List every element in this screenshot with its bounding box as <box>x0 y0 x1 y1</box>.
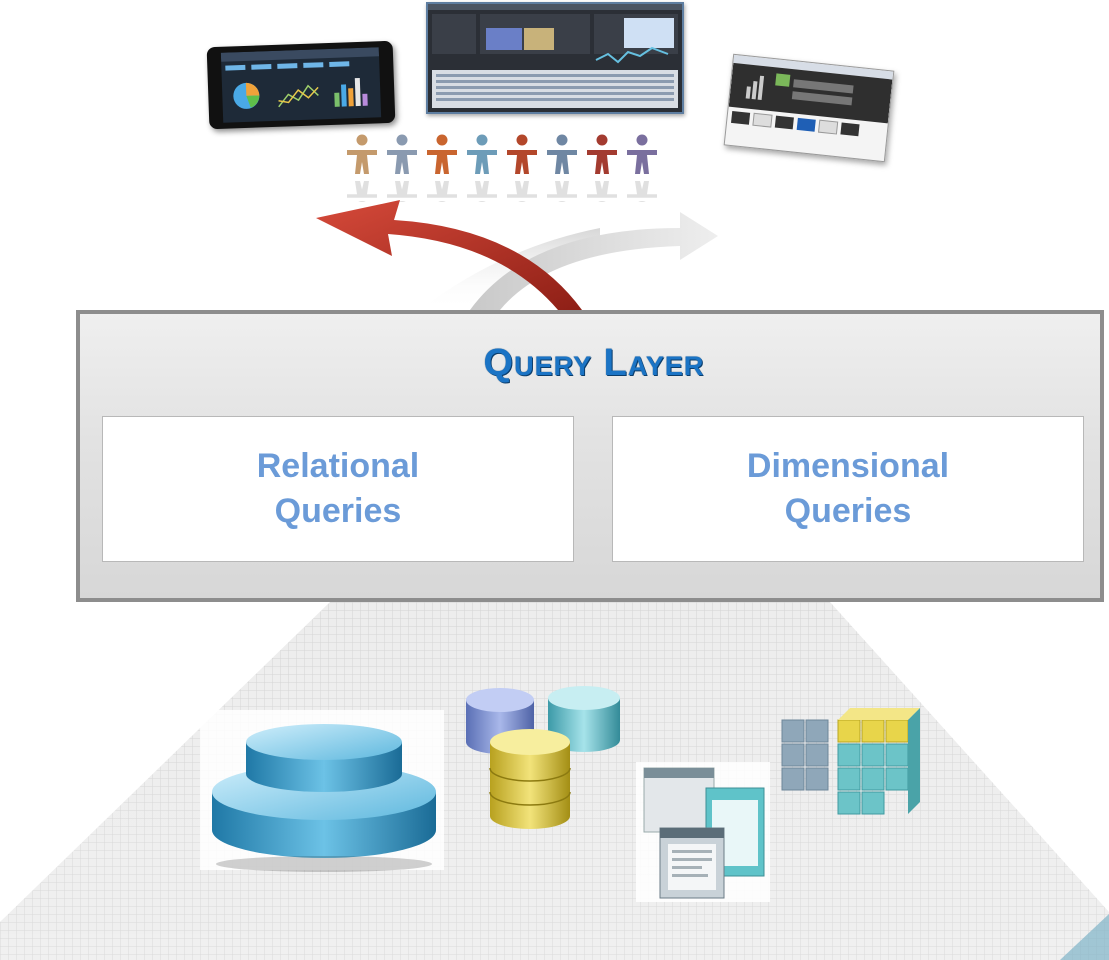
dimensional-queries-box: Dimensional Queries <box>612 416 1084 562</box>
red-curved-arrow-icon <box>316 200 582 310</box>
gray-curved-arrow-icon <box>470 212 718 310</box>
data-sources-floor <box>0 602 1109 960</box>
query-layer-title: Query Layer <box>483 342 705 384</box>
tablet-dashboard-icon <box>206 40 396 130</box>
browser-window-icon <box>723 53 895 163</box>
dimensional-line2: Queries <box>784 492 912 530</box>
arrows-group <box>316 200 718 310</box>
dimensional-line1: Dimensional <box>746 447 950 486</box>
desktop-dashboard-icon <box>426 2 684 114</box>
application-windows-icon <box>636 762 770 902</box>
query-layer-panel: Query Layer Relational Queries Dimension… <box>76 310 1104 602</box>
olap-cube-icon <box>781 708 920 815</box>
relational-database-icon <box>200 710 444 872</box>
database-stack-icon <box>466 686 620 829</box>
relational-line1: Relational <box>256 447 420 486</box>
relational-line2: Queries <box>274 492 402 530</box>
relational-queries-box: Relational Queries <box>102 416 574 562</box>
